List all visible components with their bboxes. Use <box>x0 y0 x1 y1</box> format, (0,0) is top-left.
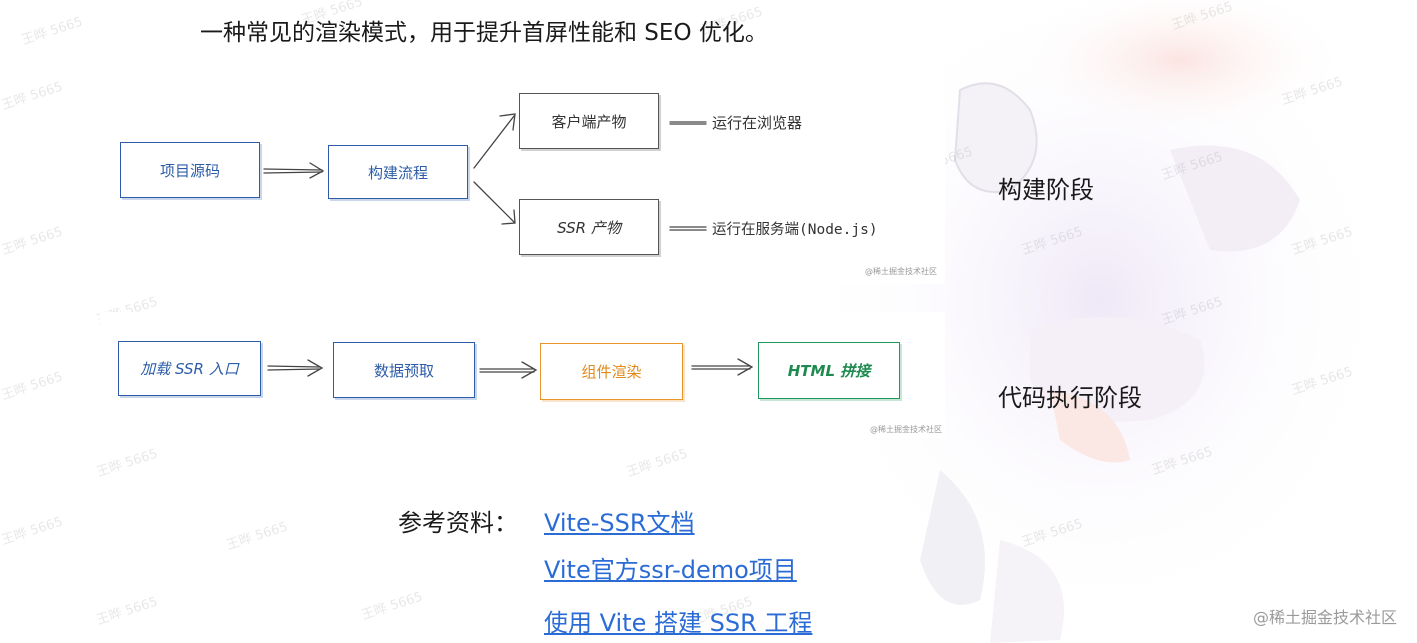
watermark: 王晔 5665 <box>1289 224 1355 259</box>
arrow-source-build <box>263 168 323 171</box>
node-load-ssr-entry: 加载 SSR 入口 <box>118 341 261 396</box>
watermark: 王晔 5665 <box>19 14 85 49</box>
node-ssr-output: SSR 产物 <box>519 199 659 255</box>
note-ssr-runtime: 运行在服务端(Node.js) <box>712 222 878 238</box>
node-client-output: 客户端产物 <box>519 93 659 149</box>
watermark: 王晔 5665 <box>0 514 65 549</box>
diagram-credit: @稀土掘金技术社区 <box>870 425 942 434</box>
reference-link-vite-ssr-demo[interactable]: Vite官方ssr-demo项目 <box>544 556 797 584</box>
watermark: 王晔 5665 <box>1289 364 1355 399</box>
build-diagram-arrows <box>263 113 707 231</box>
node-source-code: 项目源码 <box>120 142 260 198</box>
node-build-process: 构建流程 <box>328 145 468 199</box>
node-data-prefetch: 数据预取 <box>333 342 475 398</box>
diagram-credit: @稀土掘金技术社区 <box>865 267 937 276</box>
watermark: 王晔 5665 <box>1019 516 1085 551</box>
arrow-load-prefetch <box>267 365 321 368</box>
stage-label-exec: 代码执行阶段 <box>998 384 1142 412</box>
intro-text: 一种常见的渲染模式，用于提升首屏性能和 SEO 优化。 <box>200 20 768 46</box>
watermark: 王晔 5665 <box>1159 294 1225 329</box>
watermark: 王晔 5665 <box>0 224 65 259</box>
watermark: 王晔 5665 <box>0 79 65 114</box>
watermark: 王晔 5665 <box>0 369 65 404</box>
node-html-concat: HTML 拼接 <box>758 342 900 399</box>
reference-link-build-ssr-with-vite[interactable]: 使用 Vite 搭建 SSR 工程 <box>544 609 813 637</box>
watermark: 王晔 5665 <box>1169 0 1235 34</box>
watermark: 王晔 5665 <box>1159 149 1225 184</box>
arrow-build-ssr <box>473 181 515 223</box>
platform-watermark: @稀土掘金技术社区 <box>1252 608 1397 627</box>
watermark: 王晔 5665 <box>1149 444 1215 479</box>
arrow-build-client <box>473 115 515 169</box>
watermark: 王晔 5665 <box>1019 224 1085 259</box>
watermark: 王晔 5665 <box>624 446 690 481</box>
references-title: 参考资料： <box>398 509 518 537</box>
node-component-render: 组件渲染 <box>540 343 683 400</box>
watermark: 王晔 5665 <box>94 594 160 629</box>
exec-diagram-arrows <box>267 358 754 379</box>
reference-link-vite-ssr-docs[interactable]: Vite-SSR文档 <box>544 509 695 537</box>
stage-label-build: 构建阶段 <box>998 176 1094 204</box>
watermark: 王晔 5665 <box>359 589 425 624</box>
note-client-runtime: 运行在浏览器 <box>712 114 803 132</box>
watermark: 王晔 5665 <box>224 519 290 554</box>
watermark: 王晔 5665 <box>94 446 160 481</box>
watermark: 王晔 5665 <box>1279 74 1345 109</box>
build-diagram: 项目源码 构建流程 客户端产物 SSR 产物 运行在浏览器 运行在服务端(Nod… <box>100 72 945 284</box>
exec-diagram: 加载 SSR 入口 数据预取 组件渲染 HTML 拼接 @稀土掘金技术社区 <box>100 312 945 438</box>
